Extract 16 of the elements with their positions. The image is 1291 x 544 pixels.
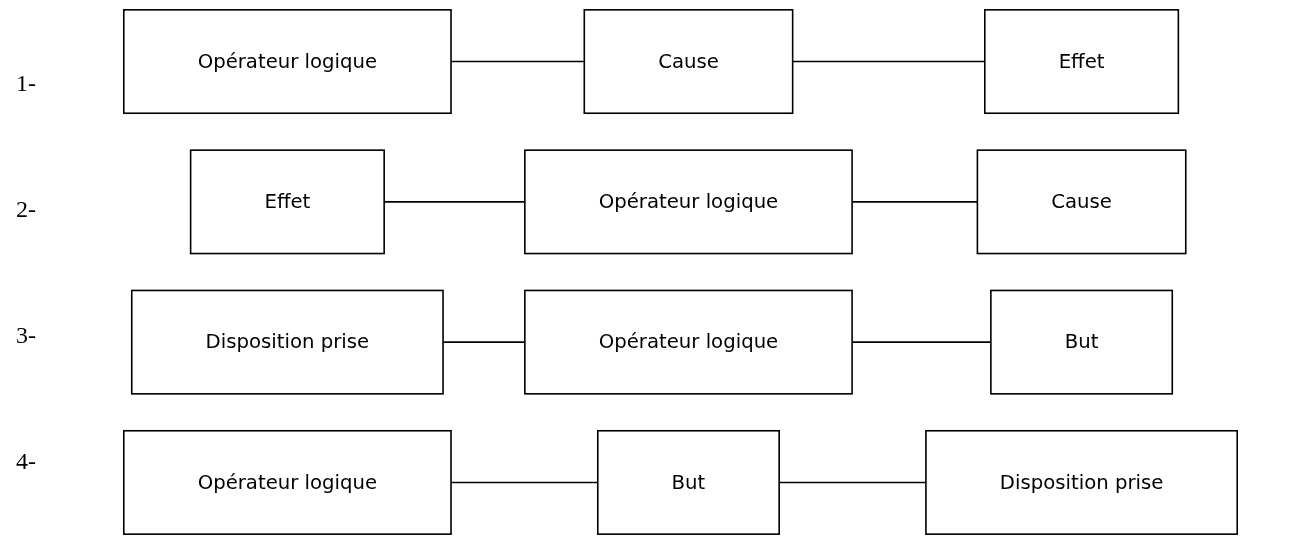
node-box: Disposition prise bbox=[130, 289, 444, 395]
node-box: Cause bbox=[976, 149, 1187, 255]
row-number: 1- bbox=[15, 69, 37, 97]
node-box: Opérateur logique bbox=[524, 149, 853, 255]
node-box: Cause bbox=[583, 9, 794, 115]
node-box: Effet bbox=[984, 9, 1180, 115]
node-box: Disposition prise bbox=[925, 429, 1238, 535]
row-number: 2- bbox=[15, 195, 37, 223]
node-box: Opérateur logique bbox=[524, 289, 853, 395]
node-box: Effet bbox=[189, 149, 385, 255]
node-box: But bbox=[990, 289, 1174, 395]
node-box: Opérateur logique bbox=[123, 9, 452, 115]
row-number: 4- bbox=[15, 447, 37, 475]
node-box: Opérateur logique bbox=[123, 429, 452, 535]
node-box: But bbox=[596, 429, 780, 535]
row-number: 3- bbox=[15, 321, 37, 349]
